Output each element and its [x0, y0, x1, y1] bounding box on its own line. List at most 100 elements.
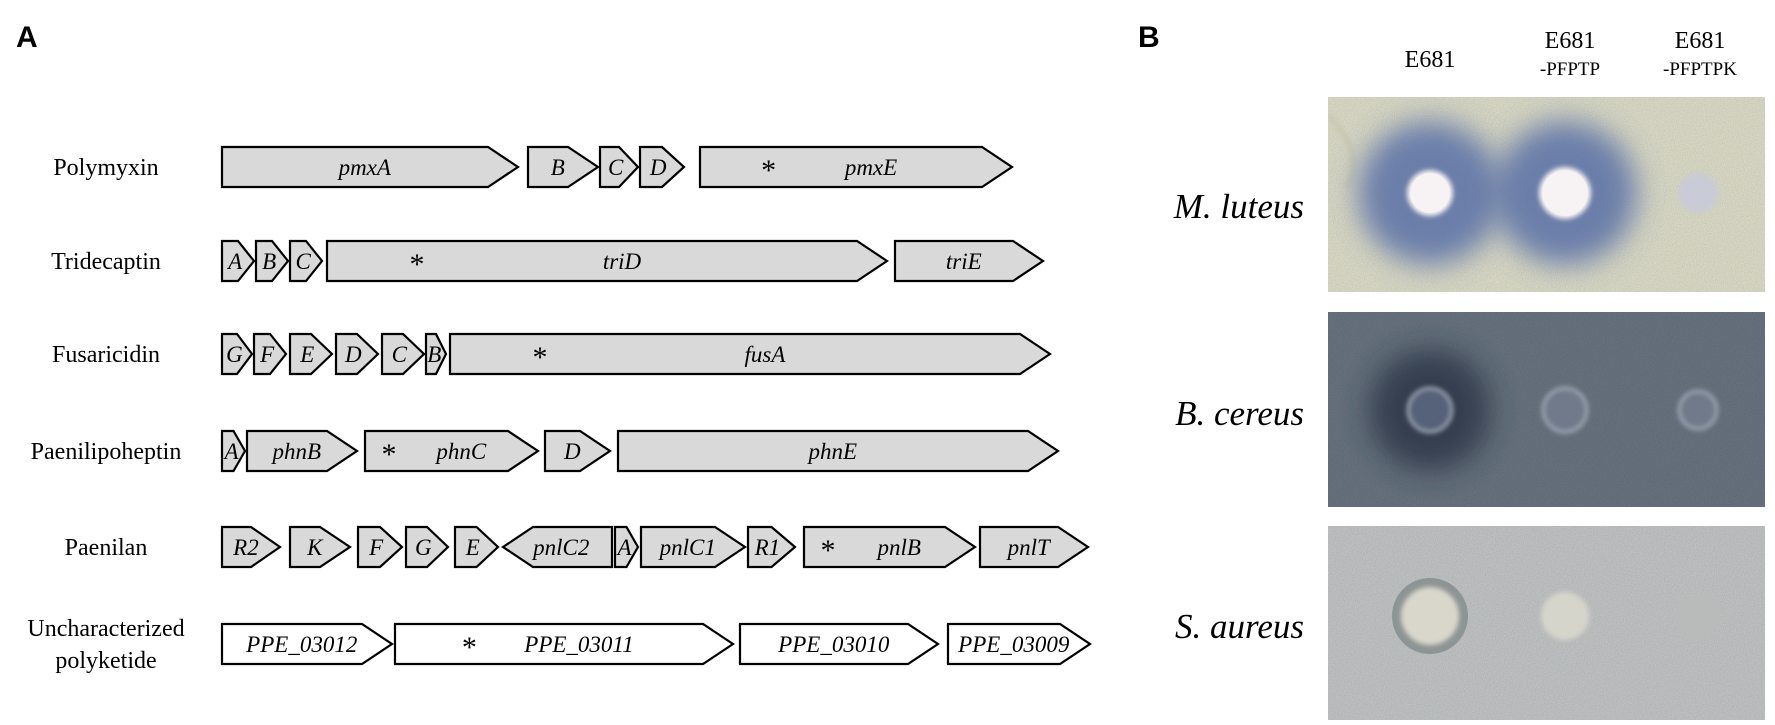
star-marker: * — [821, 534, 836, 567]
column-header: E681 — [1405, 47, 1456, 73]
gene-label: pnlC1 — [658, 535, 716, 560]
gene-arrow — [220, 525, 282, 569]
gene-label: phnB — [270, 439, 321, 464]
organism-label: S. aureus — [1175, 607, 1304, 646]
gene-label: A — [226, 249, 243, 274]
cluster-name: Paenilan — [65, 535, 148, 561]
gene-label: fusA — [745, 342, 787, 367]
gene-arrow — [380, 332, 426, 376]
gene-label: PPE_03011 — [523, 632, 633, 657]
gene-arrow — [946, 622, 1092, 666]
cluster-name: Uncharacterized — [27, 616, 184, 642]
gene-arrow — [598, 145, 640, 189]
colony-spot — [1541, 592, 1589, 640]
gene-arrow — [220, 239, 256, 283]
gene-arrow — [616, 429, 1060, 473]
column-header: E681-PFPTPK — [1663, 28, 1737, 80]
cluster-name: Polymyxin — [53, 155, 158, 181]
gene-label: B — [551, 155, 565, 180]
gene-label: G — [226, 342, 243, 367]
cluster-name: Tridecaptin — [51, 249, 161, 275]
organism-label: M. luteus — [1173, 187, 1304, 226]
colony-spot — [1541, 386, 1589, 434]
gene-label: R2 — [232, 535, 259, 560]
gene-label: pmxE — [843, 155, 897, 180]
plate-row: M. luteus — [1173, 97, 1765, 292]
gene-label: B — [262, 249, 276, 274]
gene-label: C — [296, 249, 312, 274]
gene-label: B — [427, 342, 441, 367]
colony-spot — [1677, 595, 1719, 637]
gene-arrow — [746, 525, 797, 569]
gene-arrow — [325, 239, 889, 283]
gene-arrow — [448, 332, 1052, 376]
gene-arrow — [424, 332, 448, 376]
gene-arrow — [220, 622, 394, 666]
gene-arrow — [356, 525, 404, 569]
colony-spot-highlight — [1410, 173, 1450, 213]
gene-label: G — [415, 535, 432, 560]
cluster-name: Fusaricidin — [52, 342, 160, 368]
panel-b-label: B — [1138, 21, 1160, 54]
gene-label: phnC — [434, 439, 487, 464]
gene-label: K — [306, 535, 324, 560]
star-marker: * — [382, 438, 397, 471]
gene-arrow — [543, 429, 612, 473]
column-header-line: -PFPTP — [1540, 59, 1600, 80]
gene-label: triE — [946, 249, 982, 274]
gene-label: PPE_03010 — [777, 632, 890, 657]
star-marker: * — [533, 341, 548, 374]
star-marker: * — [462, 631, 477, 664]
gene-arrow — [334, 332, 380, 376]
gene-arrow — [501, 525, 614, 569]
gene-arrow — [698, 145, 1014, 189]
gene-arrow — [220, 332, 254, 376]
cluster-row: Uncharacterized polyketide PPE_03012 PPE_03… — [27, 616, 1092, 674]
panel-a-label: A — [16, 21, 38, 54]
colony-spot — [1677, 389, 1719, 431]
plate-image — [1328, 526, 1765, 720]
gene-arrow — [613, 525, 640, 569]
gene-arrow — [220, 145, 520, 189]
gene-arrow — [254, 239, 290, 283]
gene-arrow — [404, 525, 450, 569]
organism-label: B. cereus — [1175, 394, 1304, 433]
gene-label: E — [465, 535, 480, 560]
colony-spot — [1678, 173, 1718, 213]
plate-edge-shadow — [1328, 112, 1357, 189]
gene-label: PPE_03009 — [957, 632, 1070, 657]
gene-arrow — [978, 525, 1090, 569]
colony-spot-highlight — [1542, 170, 1588, 216]
gene-label: R1 — [754, 535, 781, 560]
gene-arrow — [393, 622, 735, 666]
gene-arrow — [639, 525, 747, 569]
cluster-name: polyketide — [55, 648, 156, 674]
cluster-name: Paenilipoheptin — [31, 439, 182, 465]
colony-spot — [1406, 386, 1454, 434]
gene-arrow — [453, 525, 500, 569]
column-header: E681-PFPTP — [1540, 28, 1600, 80]
gene-label: PPE_03012 — [245, 632, 357, 657]
gene-label: pmxA — [337, 155, 392, 180]
gene-arrow — [288, 332, 334, 376]
gene-arrow — [220, 429, 247, 473]
column-header-line: E681 — [1675, 28, 1726, 54]
gene-label: D — [344, 342, 362, 367]
gene-label: D — [563, 439, 581, 464]
gene-label: triD — [603, 249, 642, 274]
column-header-line: E681 — [1405, 47, 1456, 73]
gene-label: F — [368, 535, 384, 560]
gene-label: A — [615, 535, 632, 560]
gene-arrow — [738, 622, 940, 666]
gene-arrow — [526, 145, 600, 189]
gene-arrow — [638, 145, 686, 189]
gene-label: F — [259, 342, 275, 367]
star-marker: * — [410, 248, 425, 281]
